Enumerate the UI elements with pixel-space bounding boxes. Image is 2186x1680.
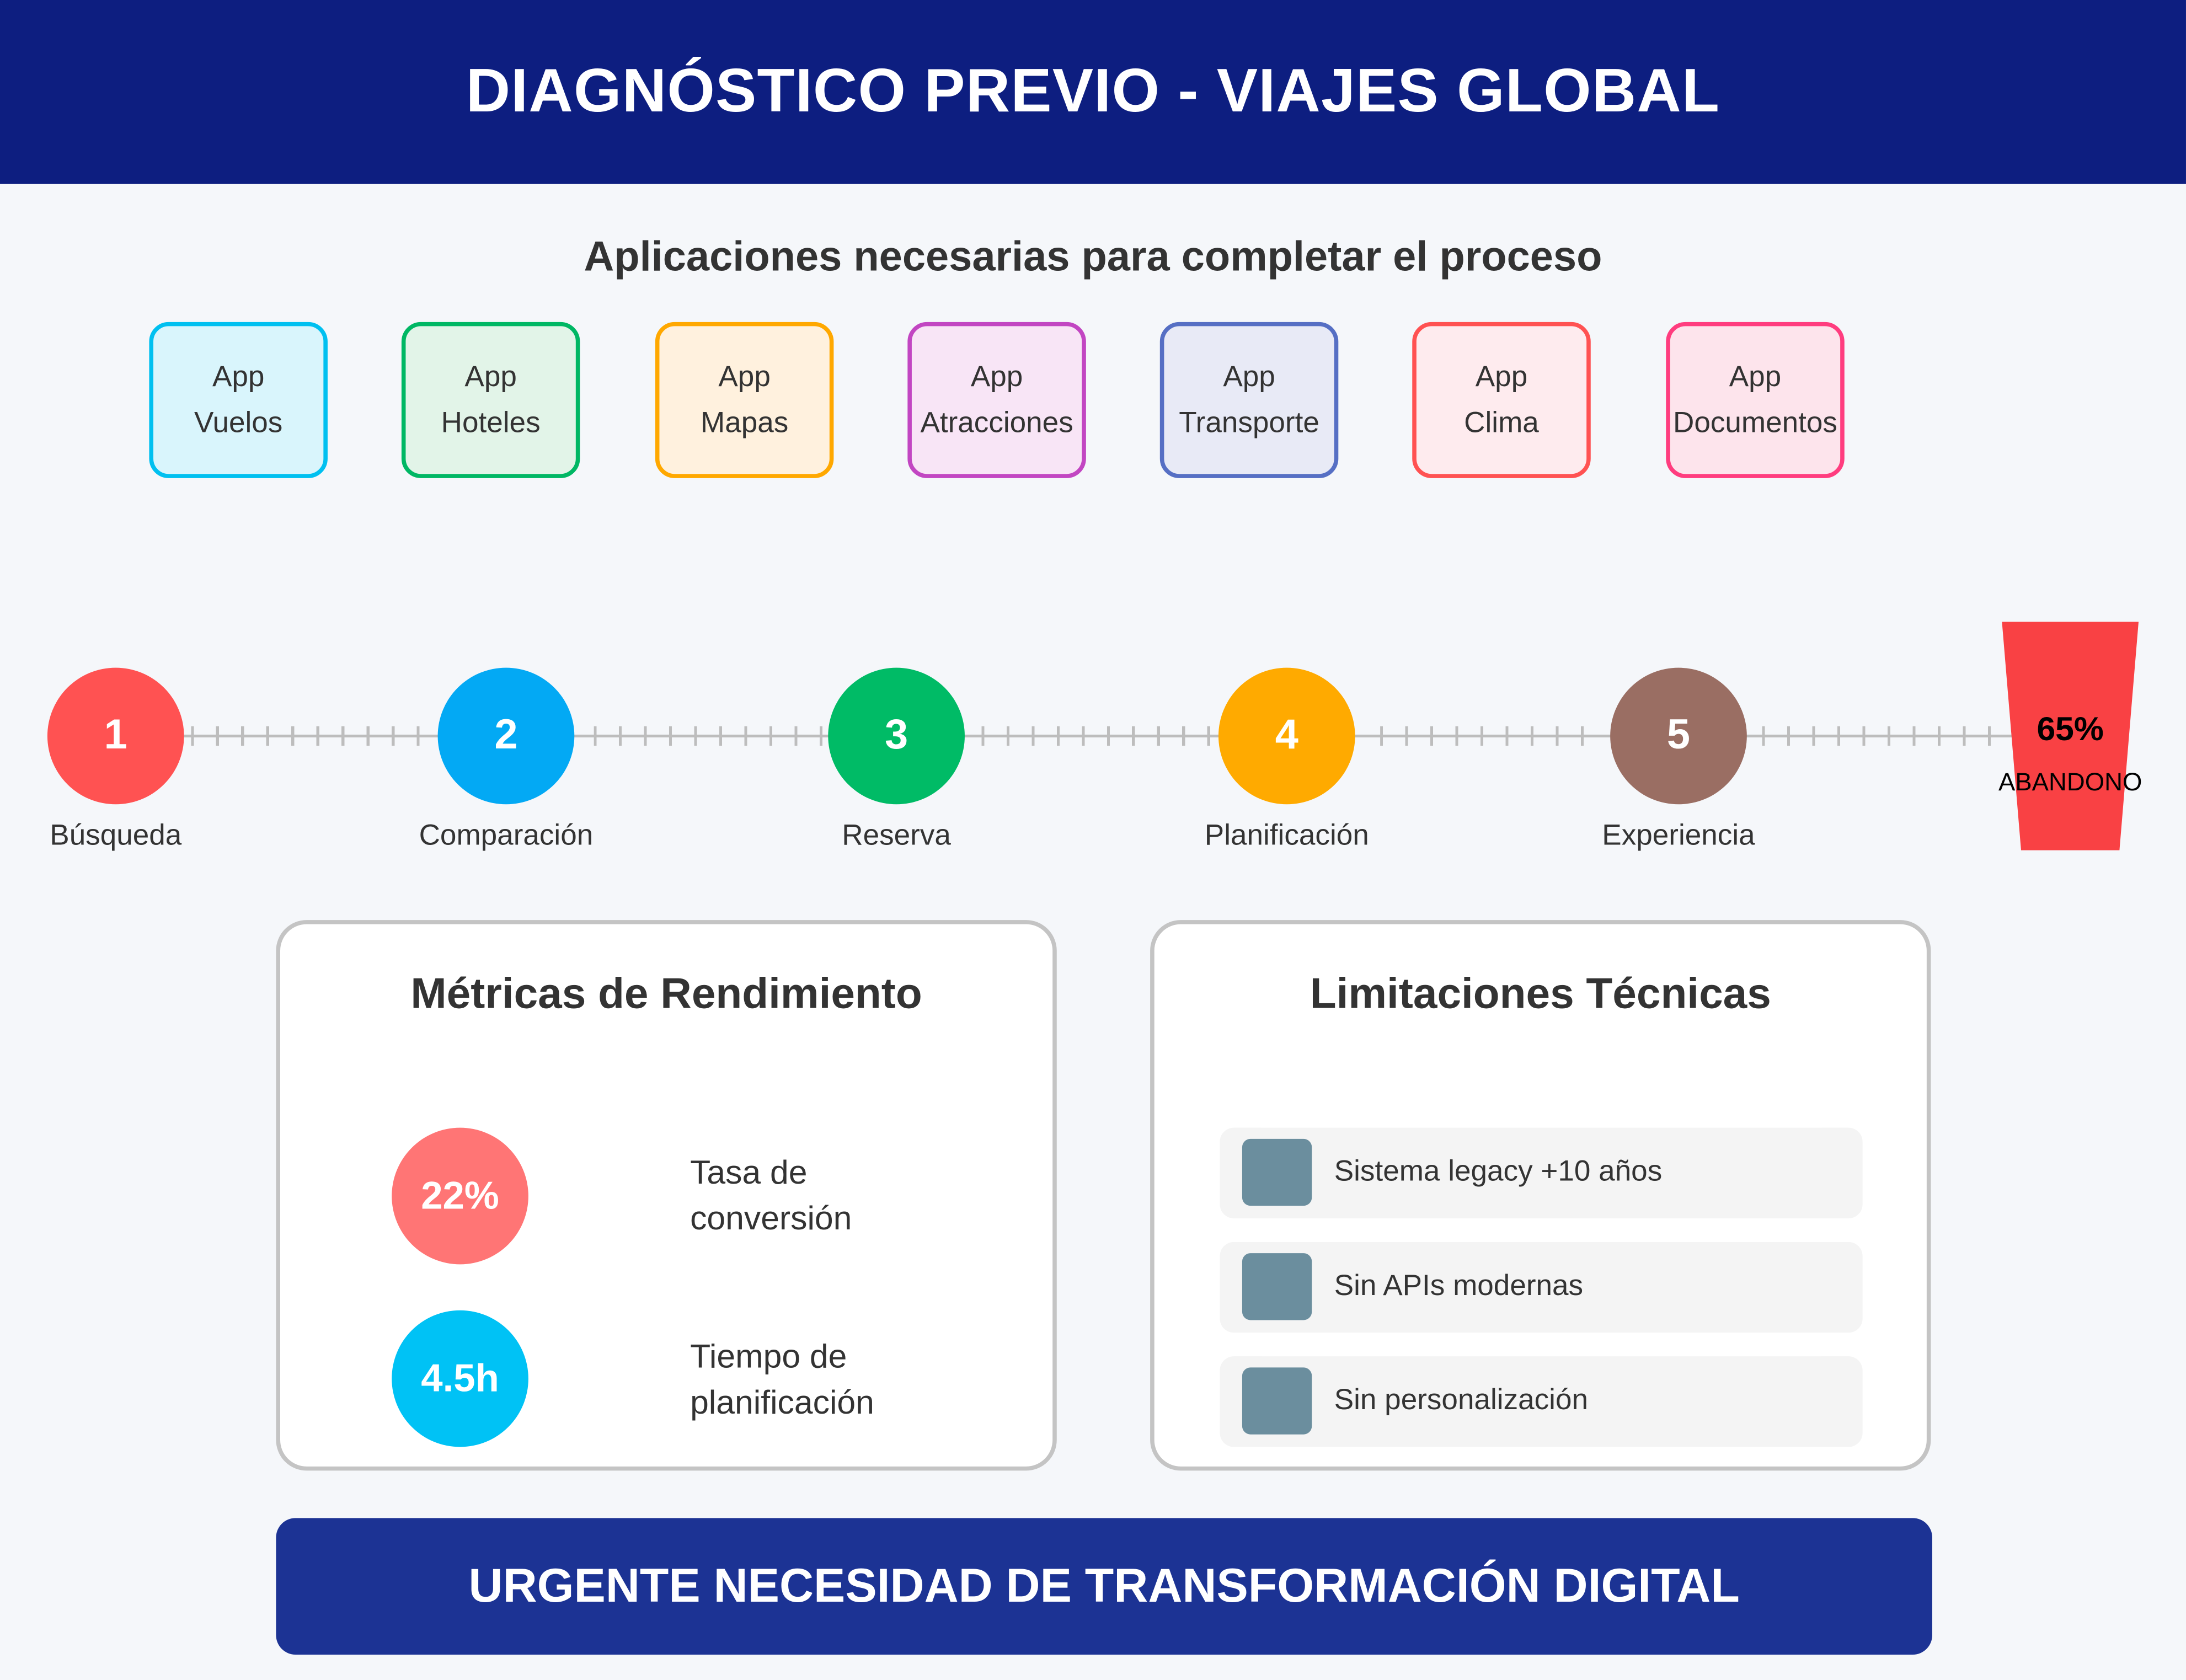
limitation-item: Sin personalización xyxy=(1220,1356,1863,1447)
metric-label-line: Tiempo de xyxy=(690,1338,847,1376)
journey-ticks xyxy=(594,726,823,746)
planning-time-label: Tiempo de planificación xyxy=(690,1334,874,1426)
step-number: 1 xyxy=(104,712,127,758)
journey-ticks xyxy=(1762,726,2008,746)
app-card-documentos: App Documentos xyxy=(1666,322,1845,478)
app-card-line1: App xyxy=(970,361,1023,393)
step-1-label: Búsqueda xyxy=(50,820,182,852)
metric-label-line: planificación xyxy=(690,1384,874,1422)
step-4-circle: 4 xyxy=(1218,667,1355,805)
limitation-item: Sin APIs modernas xyxy=(1220,1242,1863,1333)
app-card-line1: App xyxy=(1223,361,1275,393)
apps-section-title: Aplicaciones necesarias para completar e… xyxy=(584,234,1602,281)
metric-value: 22% xyxy=(421,1174,499,1217)
app-card-line1: App xyxy=(718,361,771,393)
limitation-text: Sin APIs modernas xyxy=(1334,1270,1584,1302)
app-card-name: Clima xyxy=(1464,407,1539,440)
step-3-circle: 3 xyxy=(828,667,965,805)
square-icon xyxy=(1242,1367,1312,1435)
step-1-circle: 1 xyxy=(47,667,184,805)
abandon-percent: 65% xyxy=(2037,710,2104,749)
step-2-circle: 2 xyxy=(437,667,575,805)
metrics-title: Métricas de Rendimiento xyxy=(410,969,922,1018)
app-card-name: Hoteles xyxy=(441,407,541,440)
abandon-label: ABANDONO xyxy=(1998,768,2142,796)
app-card-name: Vuelos xyxy=(194,407,283,440)
app-card-line1: App xyxy=(1475,361,1528,393)
limitation-text: Sistema legacy +10 años xyxy=(1334,1155,1663,1188)
app-card-name: Atracciones xyxy=(920,407,1073,440)
step-5-circle: 5 xyxy=(1610,667,1747,805)
journey-ticks xyxy=(1380,726,1604,746)
app-card-line1: App xyxy=(1729,361,1782,393)
app-card-hoteles: App Hoteles xyxy=(401,322,580,478)
step-4-label: Planificación xyxy=(1204,820,1369,852)
step-2-label: Comparación xyxy=(419,820,594,852)
metric-label-line: Tasa de xyxy=(690,1154,808,1192)
conversion-rate-circle: 22% xyxy=(392,1127,528,1265)
app-card-mapas: App Mapas xyxy=(655,322,834,478)
step-number: 3 xyxy=(885,712,908,758)
conversion-rate-label: Tasa de conversión xyxy=(690,1150,852,1242)
abandon-funnel-shape xyxy=(2002,622,2139,850)
app-card-line1: App xyxy=(464,361,517,393)
square-icon xyxy=(1242,1253,1312,1320)
app-card-name: Mapas xyxy=(700,407,789,440)
limitation-item: Sistema legacy +10 años xyxy=(1220,1127,1863,1218)
step-number: 5 xyxy=(1666,712,1691,758)
limitation-text: Sin personalización xyxy=(1334,1384,1588,1416)
app-card-line1: App xyxy=(212,361,265,393)
footer-banner: URGENTE NECESIDAD DE TRANSFORMACIÓN DIGI… xyxy=(276,1518,1932,1655)
journey-ticks xyxy=(981,726,1218,746)
app-card-clima: App Clima xyxy=(1412,322,1591,478)
step-3-label: Reserva xyxy=(842,820,951,852)
limitations-title: Limitaciones Técnicas xyxy=(1310,969,1771,1018)
app-card-name: Documentos xyxy=(1672,407,1837,440)
app-card-transporte: App Transporte xyxy=(1159,322,1339,478)
footer-text: URGENTE NECESIDAD DE TRANSFORMACIÓN DIGI… xyxy=(468,1559,1740,1612)
step-number: 2 xyxy=(494,712,518,758)
app-card-atracciones: App Atracciones xyxy=(907,322,1086,478)
header-banner: DIAGNÓSTICO PREVIO - VIAJES GLOBAL xyxy=(0,0,2186,184)
metric-value: 4.5h xyxy=(421,1356,499,1400)
journey-ticks xyxy=(191,726,431,746)
planning-time-circle: 4.5h xyxy=(392,1310,528,1447)
step-5-label: Experiencia xyxy=(1602,820,1755,852)
app-card-name: Transporte xyxy=(1179,407,1319,440)
app-card-vuelos: App Vuelos xyxy=(149,322,328,478)
page-title: DIAGNÓSTICO PREVIO - VIAJES GLOBAL xyxy=(466,57,1720,126)
metric-label-line: conversión xyxy=(690,1200,852,1238)
step-number: 4 xyxy=(1275,712,1298,758)
square-icon xyxy=(1242,1138,1312,1206)
